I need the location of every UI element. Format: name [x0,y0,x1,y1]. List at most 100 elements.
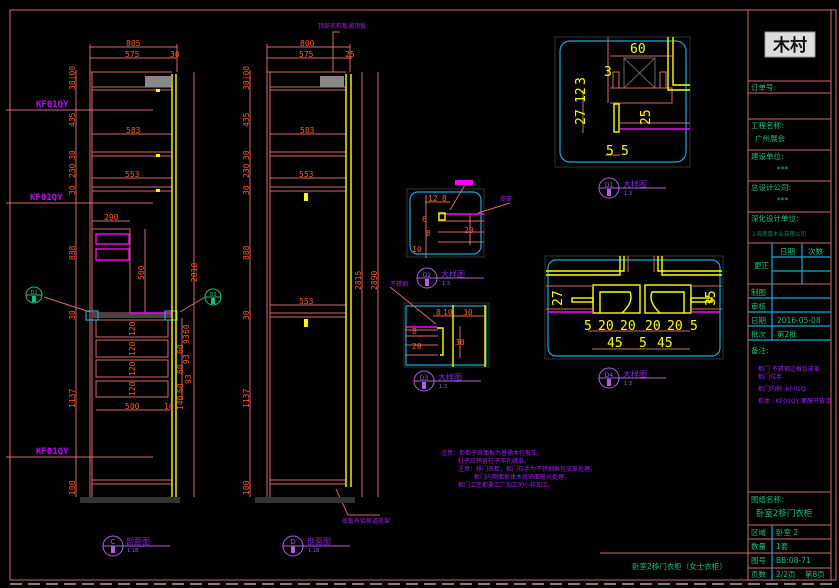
detail-title: 大样图 [441,269,465,279]
revision-count-header: 次数 [808,246,823,256]
dim-label: 93 [182,354,191,364]
area-value: 卧室 2 [776,527,798,537]
sheet-value: 第8页 [805,569,825,579]
batch-label: 批次 [751,329,766,339]
dim-label: 30 [242,150,251,160]
dim-label: 20 [645,319,661,334]
hanger-bracket [304,193,308,201]
dim-label: 93 [182,334,191,344]
remarks-label: 备注: [751,345,769,355]
drawer-front [95,248,130,261]
callout-box [85,310,99,321]
dim-label: 120 [128,321,137,336]
dim-label: 583 [300,126,315,135]
dim-label: 60 [630,42,646,57]
remark-line: 柜门拉手 [758,373,782,381]
dim-label: 583 [126,126,141,135]
dim-label: 100 [242,480,251,495]
dim-label: 1137 [242,389,251,408]
detail-scale: 1:3 [624,381,632,387]
dim-label: 12 [428,194,438,203]
sheet-border [9,9,837,581]
dim-label: 8 [412,327,417,336]
bottom-title: 卧室2移门衣柜（女士衣柜） [632,561,727,571]
dim-label: 290 [104,213,119,222]
dim-label: 100 [68,480,77,495]
callout-label: D2 [30,290,37,296]
dim-label: 435 [242,112,251,127]
dim-label: 30|00 [68,66,77,90]
project-value: 广州展会 [755,133,785,143]
dim-label: 10 [164,402,174,411]
dim-label: 8 [442,194,447,203]
dim-label: 12 [574,87,589,103]
remark-line: 柜门内侧 :KF01Q [758,385,806,393]
detail-d4: 27 5 20 20 20 20 5 45 5 45 35 D4 大样图 1:3 [544,255,724,389]
remark-line: 柜体 : KF01QY 面膜开放漆 [758,397,831,405]
dim-label: 553 [299,297,314,306]
note-line: 柜门内侧面板体木皮饰面暖光处理。 [474,473,570,481]
tag-marker [455,180,473,185]
detail-title: 大样图 [623,179,647,189]
dim-label: 25 [639,109,654,125]
callout-d3-marker: D3 [204,288,222,306]
dim-label: 553 [125,170,140,179]
dim-label: 30|00 [242,66,251,90]
project-label: 工程名称: [751,120,784,130]
hanger-bracket [304,319,308,327]
dim-label: 30 [242,185,251,195]
note-line: 柜门工艺都要工厂加工的小样加工。 [458,481,554,489]
dim-label: 30 [68,310,77,320]
dim-label: 120 [128,341,137,356]
drawing-no-value: BB:08-71 [776,556,811,565]
dim-label: 888 [68,245,77,260]
pages-label: 页数 [751,569,766,579]
dim-label: 25 [345,50,355,59]
deep-design-label: 深化设计单位: [751,213,799,223]
dim-label: 2890 [370,271,379,290]
pages-value: 2/2页 [776,570,796,579]
detail-d2: 12 8 6 8 20 10 皮革 D2 大样图 1:3 [406,180,512,289]
detail-title: 大样图 [438,372,462,382]
drawn-label: 制图 [751,287,766,297]
revision-date-header: 日期 [780,247,795,256]
construction-notes: 注意：柜柜子背面板为普通木包板车。 柱子应预留柱子冲孔缝准。 注意：移门衣柜，柜… [441,449,596,489]
dim-label: 60 [176,344,185,354]
designer-value: *** [777,196,789,205]
dim-label: 45 [657,336,673,351]
detail-scale: 1:3 [442,281,450,287]
dim-label: 10 [443,308,453,317]
remark-line: 柜门 不锈钢边框包皮革 [758,365,820,373]
detail-id: D4 [605,372,614,379]
dim-label: 20 [598,319,614,334]
dim-label: 30 [242,310,251,320]
top-note: 顶部衣柜板通顶板 [318,22,366,30]
shelf-pin [156,89,160,92]
dim-label: 30 [68,185,77,195]
dim-label: 8 [426,229,431,238]
callout-label: D3 [209,292,216,298]
detail-label-d1: D1 大样图 1:3 [598,177,666,199]
dim-label: 500 [137,265,146,280]
qty-value: 1套 [776,541,789,551]
material-callout: 不锈钢 [390,280,408,288]
dim-label: 30 [170,50,180,59]
detail-label-d4: D4 大样图 1:3 [598,367,666,389]
batch-value: 第2批 [777,329,797,339]
title-block: 木村 订单号: 工程名称: 广州展会 建设单位: *** 总设计公司: *** … [600,31,831,580]
dim-label: 120 [128,381,137,396]
bottom-note: 底板有铝框道底架 [342,517,390,525]
dim-label: 27 [551,290,566,306]
dim-label: 30 [68,150,77,160]
dim-label: 800 [300,39,315,48]
hanging-rail [145,76,171,87]
hanging-rail [320,76,344,87]
dim-label: 10 [412,245,422,254]
dim-label: 5 [639,336,647,351]
drawing-name-label: 图纸名称: [751,494,784,504]
dim-label: 20 [464,226,474,235]
dim-label: 27 [574,109,589,125]
floor-hatch [255,497,355,503]
dim-label: 93 [184,374,193,384]
